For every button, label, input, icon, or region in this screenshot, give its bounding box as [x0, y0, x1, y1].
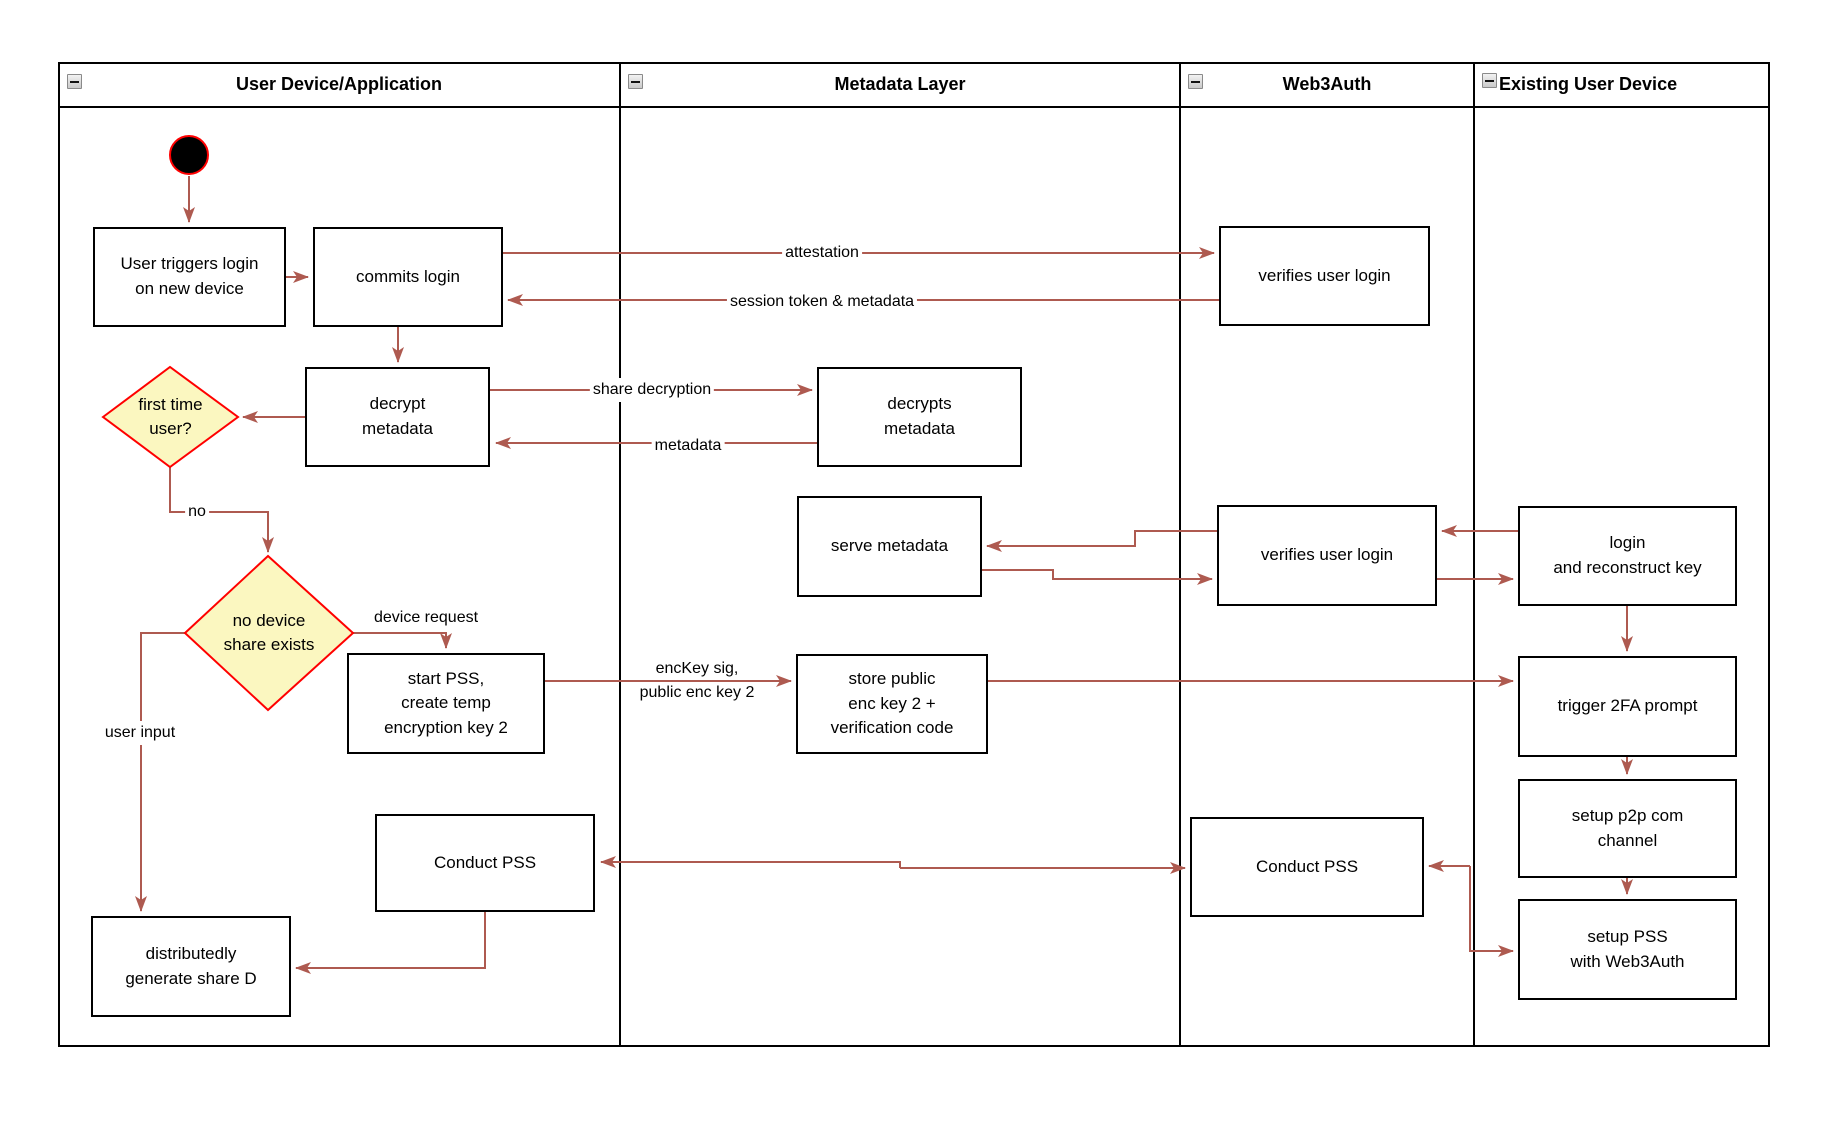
- lane-separator: [1179, 62, 1181, 1047]
- arrow-conduct-pss-2-to-setup-pss: [1469, 866, 1514, 957]
- decision-first-time-user[interactable]: [101, 365, 240, 469]
- node-distributedly-generate-share-d[interactable]: distributedly generate share D: [91, 916, 291, 1017]
- edge-label-session-token: session token & metadata: [726, 290, 918, 314]
- edge-label-user-input: user input: [101, 721, 179, 745]
- edge-label-share-decryption: share decryption: [589, 378, 715, 402]
- node-setup-pss-web3auth[interactable]: setup PSS with Web3Auth: [1518, 899, 1737, 1000]
- decision-label-no-device-share: no device share exists: [223, 611, 315, 654]
- minus-icon: [631, 80, 640, 83]
- decision-no-device-share[interactable]: [183, 554, 355, 712]
- node-conduct-pss-user-device[interactable]: Conduct PSS: [375, 814, 595, 912]
- lane-header-user-device-application: User Device/Application: [235, 73, 443, 94]
- minus-icon: [1191, 80, 1200, 83]
- edge-label-attestation: attestation: [782, 241, 862, 265]
- collapse-lane-icon[interactable]: [628, 74, 643, 89]
- edge-label-no: no: [185, 500, 209, 524]
- lane-header-metadata-layer: Metadata Layer: [834, 73, 966, 94]
- arrow-user-input: [135, 632, 185, 912]
- arrow-conduct-pss-to-distributedly: [295, 912, 486, 974]
- edge-label-enckey-sig: encKey sig, public enc key 2: [639, 660, 755, 701]
- arrow-into-conduct-pss-1: [600, 856, 901, 868]
- edge-label-device-request: device request: [370, 606, 482, 630]
- arrow-no-branch: [169, 467, 274, 553]
- lane-separator: [619, 62, 621, 1047]
- collapse-lane-icon[interactable]: [1482, 73, 1497, 88]
- arrow-device-request: [353, 632, 452, 649]
- start-node[interactable]: [169, 135, 209, 175]
- node-setup-p2p-channel[interactable]: setup p2p com channel: [1518, 779, 1737, 878]
- node-decrypt-metadata[interactable]: decrypt metadata: [305, 367, 490, 467]
- lane-header-existing-user-device: Existing User Device: [1499, 73, 1678, 94]
- collapse-lane-icon[interactable]: [1188, 74, 1203, 89]
- edge-label-metadata: metadata: [651, 434, 725, 458]
- minus-icon: [70, 80, 79, 83]
- lane-separator: [1473, 62, 1475, 1047]
- node-store-public-enc-key[interactable]: store public enc key 2 + verification co…: [796, 654, 988, 754]
- node-serve-metadata[interactable]: serve metadata: [797, 496, 982, 597]
- node-conduct-pss-web3auth[interactable]: Conduct PSS: [1190, 817, 1424, 917]
- collapse-lane-icon[interactable]: [67, 74, 82, 89]
- minus-icon: [1485, 79, 1494, 82]
- lane-header-web3auth: Web3Auth: [1282, 73, 1372, 94]
- node-decrypts-metadata[interactable]: decrypts metadata: [817, 367, 1022, 467]
- node-verifies-user-login-2[interactable]: verifies user login: [1217, 505, 1437, 606]
- decision-label-first-time-user: first time user?: [138, 395, 203, 438]
- node-trigger-2fa-prompt[interactable]: trigger 2FA prompt: [1518, 656, 1737, 757]
- node-user-triggers-login[interactable]: User triggers login on new device: [93, 227, 286, 327]
- arrow-verifies2-to-serve: [986, 530, 1217, 552]
- node-start-pss[interactable]: start PSS, create temp encryption key 2: [347, 653, 545, 754]
- lane-header-separator: [58, 106, 1770, 108]
- node-login-reconstruct-key[interactable]: login and reconstruct key: [1518, 506, 1737, 606]
- arrow-serve-to-verifies2: [982, 569, 1213, 585]
- node-verifies-user-login-1[interactable]: verifies user login: [1219, 226, 1430, 326]
- node-commits-login[interactable]: commits login: [313, 227, 503, 327]
